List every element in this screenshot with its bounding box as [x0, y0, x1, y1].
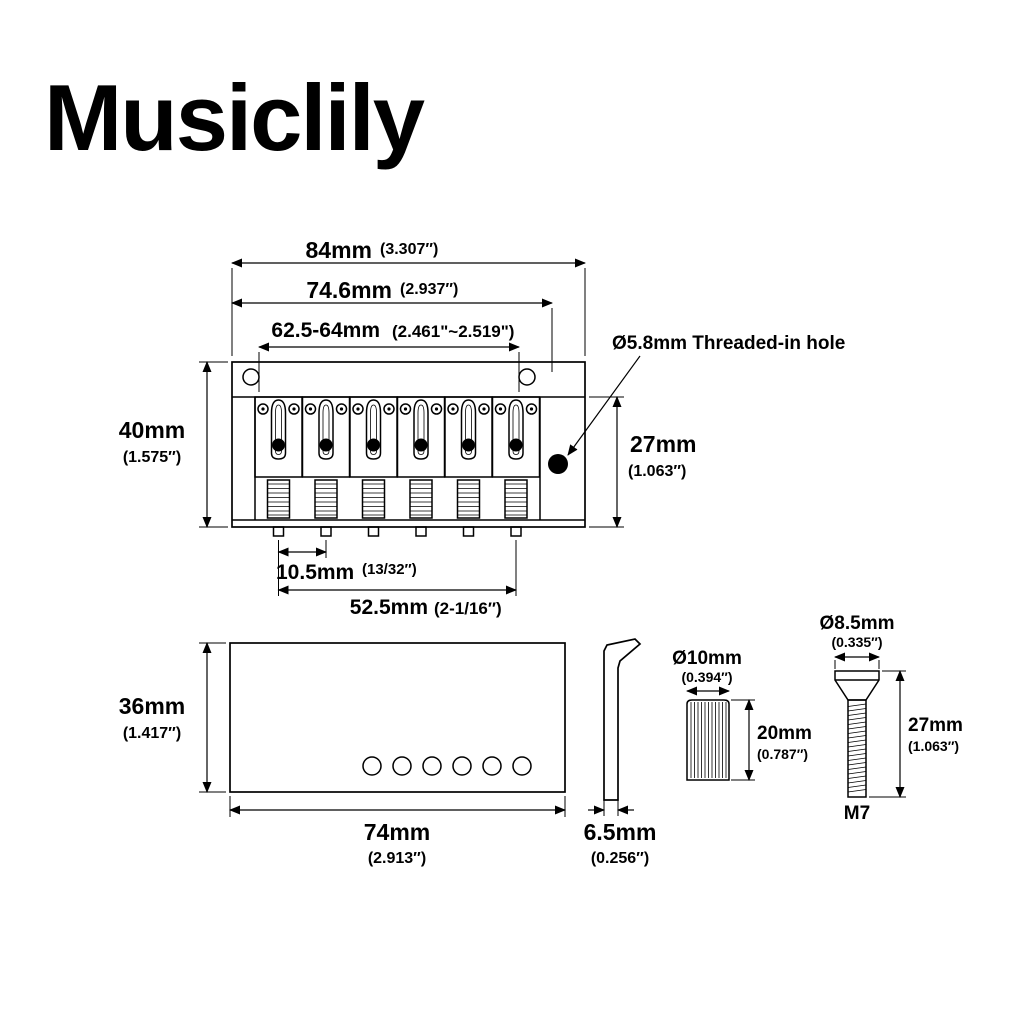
dim-52-5mm: 52.5mm (2-1/16″): [277, 540, 517, 619]
dim-o8-5mm: Ø8.5mm (0.335″): [820, 613, 895, 669]
dim-36mm: 36mm (1.417″): [119, 642, 226, 793]
dim-52-5mm-inch-label: (2-1/16″): [434, 599, 502, 618]
dim-84mm: 84mm (3.307″): [231, 237, 586, 356]
dim-84mm-inch-label: (3.307″): [380, 241, 438, 258]
annotation-threaded-hole: Ø5.8mm Threaded-in hole: [567, 333, 845, 456]
saddles: [254, 396, 541, 478]
bridge-front-view: [231, 361, 586, 537]
baseplate-view: [229, 642, 566, 793]
dim-20mm-label: 20mm: [757, 723, 812, 744]
dim-74-6mm-label: 74.6mm: [306, 277, 392, 303]
stud-thread-label: M7: [844, 803, 870, 824]
dim-74-6mm-inch-label: (2.937″): [400, 281, 458, 298]
dim-40mm-label: 40mm: [119, 417, 185, 443]
dim-10-5mm-label: 10.5mm: [276, 561, 354, 584]
dim-27mm-stud-label: 27mm: [908, 715, 963, 736]
dim-o10mm: Ø10mm (0.394″): [672, 648, 742, 696]
dim-62-5-64mm-inch-label: (2.461"~2.519"): [392, 322, 514, 341]
dim-40mm: 40mm (1.575″): [119, 361, 228, 528]
dim-27mm-stud-inch-label: (1.063″): [908, 738, 959, 754]
dim-27mm-stud: 27mm (1.063″): [869, 670, 963, 798]
dim-o8-5mm-inch-label: (0.335″): [831, 634, 882, 650]
dim-62-5-64mm: 62.5-64mm (2.461"~2.519"): [258, 319, 520, 392]
dim-62-5-64mm-label: 62.5-64mm: [271, 319, 380, 342]
dim-20mm-inch-label: (0.787″): [757, 746, 808, 762]
dim-27mm-bridge-label: 27mm: [630, 431, 696, 457]
dim-o10mm-label: Ø10mm: [672, 648, 742, 669]
plate-side-view: [603, 638, 642, 801]
dim-20mm: 20mm (0.787″): [731, 699, 812, 781]
threaded-hole: [548, 454, 568, 474]
dim-o10mm-inch-label: (0.394″): [681, 669, 732, 685]
dim-74mm-label: 74mm: [364, 819, 430, 845]
pivot-notch-right: [518, 368, 536, 386]
dim-84mm-label: 84mm: [306, 237, 372, 263]
dim-10-5mm: 10.5mm (13/32″): [276, 540, 417, 596]
dim-6-5mm-label: 6.5mm: [584, 819, 657, 845]
dim-27mm-bridge-inch-label: (1.063″): [628, 463, 686, 480]
dim-36mm-inch-label: (1.417″): [123, 725, 181, 742]
dim-o8-5mm-label: Ø8.5mm: [820, 613, 895, 634]
annotation-leader-line: [567, 355, 641, 456]
dim-10-5mm-inch-label: (13/32″): [362, 561, 417, 578]
annotation-threaded-hole-label: Ø5.8mm Threaded-in hole: [612, 333, 845, 354]
dim-36mm-label: 36mm: [119, 693, 185, 719]
dim-74mm-inch-label: (2.913″): [368, 850, 426, 867]
dim-6-5mm-inch-label: (0.256″): [591, 850, 649, 867]
stud-view: [834, 670, 880, 798]
dim-74-6mm: 74.6mm (2.937″): [231, 277, 553, 372]
dim-27mm-bridge: 27mm (1.063″): [589, 396, 696, 528]
dim-74mm: 74mm (2.913″): [229, 796, 566, 867]
dim-6-5mm: 6.5mm (0.256″): [584, 798, 657, 867]
brand-logo: Musiclily: [44, 65, 425, 170]
dim-52-5mm-label: 52.5mm: [350, 596, 428, 619]
pivot-notch-left: [242, 368, 260, 386]
dim-40mm-inch-label: (1.575″): [123, 449, 181, 466]
insert-view: [686, 699, 730, 781]
